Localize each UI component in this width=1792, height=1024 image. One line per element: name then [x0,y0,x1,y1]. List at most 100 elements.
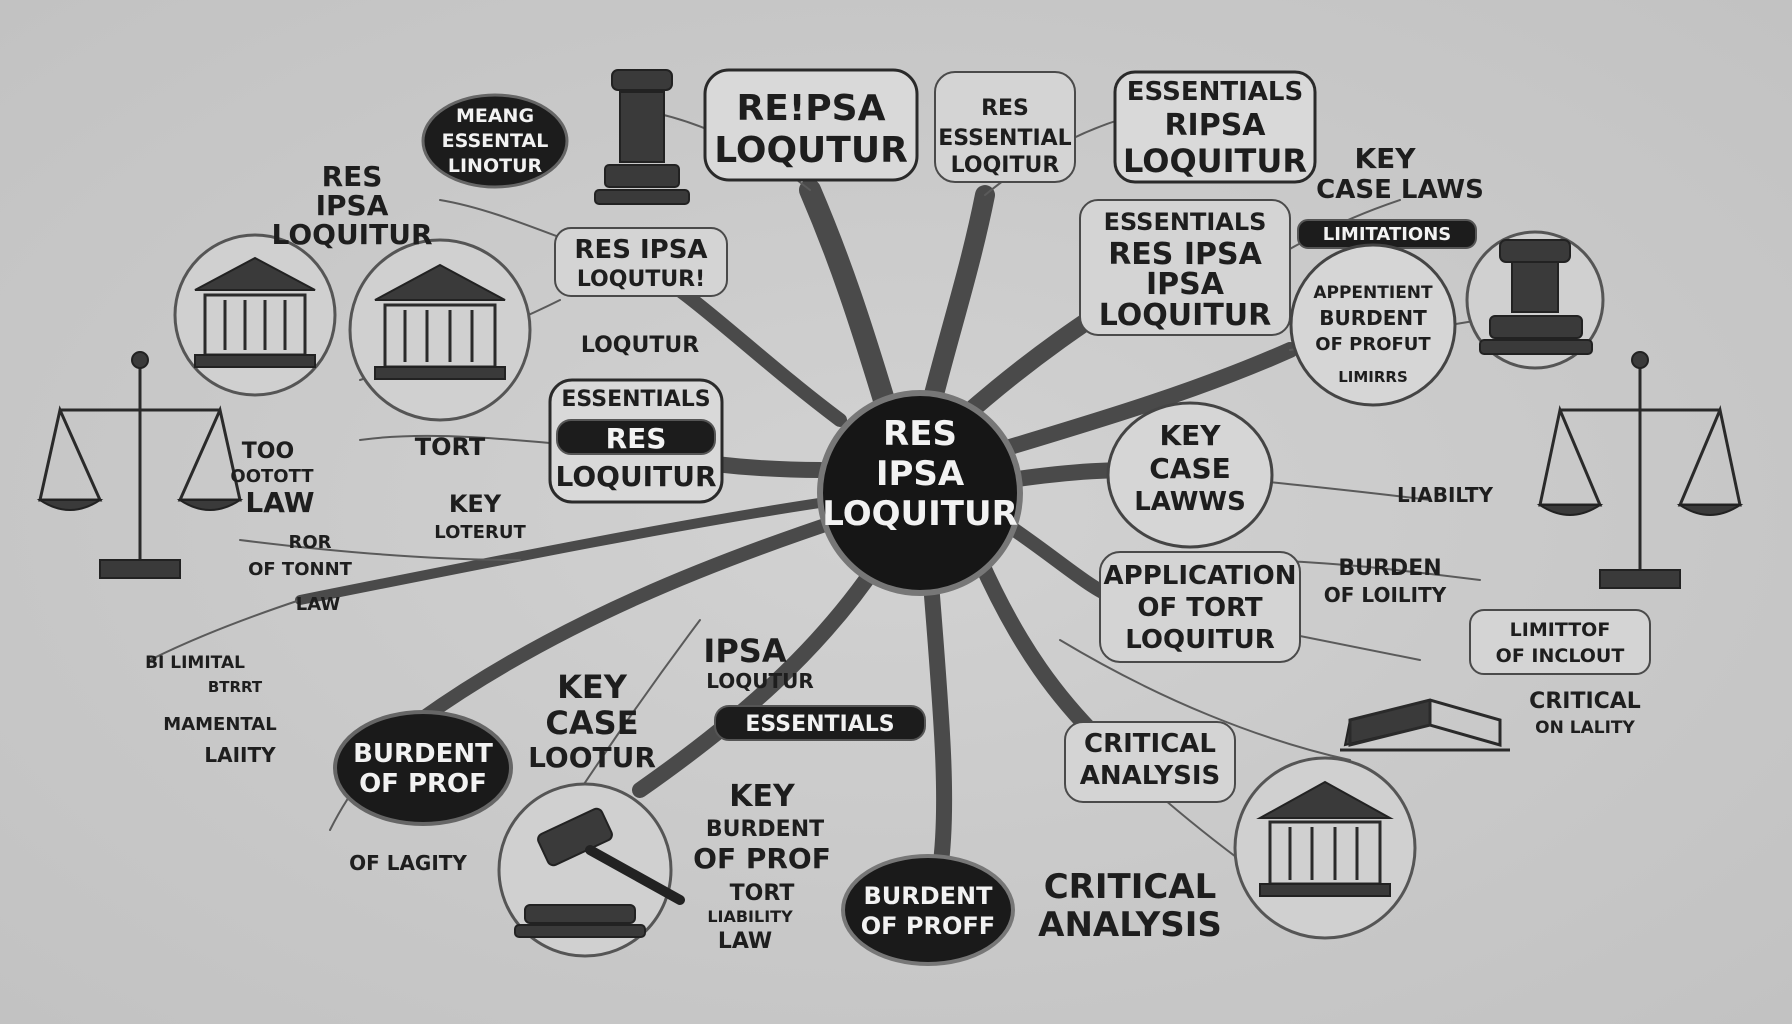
node-res-ipsa-loquitur-top[interactable]: RE!PSA LOQUTUR [703,68,919,182]
node-essentials-res-loquitur[interactable]: ESSENTIALS RES LOQUITUR [548,378,724,504]
svg-text:MAMENTAL: MAMENTAL [163,714,276,735]
svg-text:BURDENT: BURDENT [1319,306,1427,330]
node-of-lagity[interactable]: OF LAGITY [349,851,467,875]
svg-text:LINOTUR: LINOTUR [448,155,543,177]
node-burden-of-proof-bottom[interactable]: BURDENT OF PROFF [841,854,1015,966]
node-too-law[interactable]: TOO OOTOTT LAW [230,439,314,519]
scales-right-icon [1536,351,1744,589]
svg-text:ESSENTIALS: ESSENTIALS [745,712,894,737]
svg-text:OF TONNT: OF TONNT [248,559,353,580]
svg-text:CASE LAWS: CASE LAWS [1316,175,1484,205]
node-essentials-ipsa-top[interactable]: ESSENTIALS RIPSA LOQUITUR [1113,70,1317,184]
node-limital-left[interactable]: BI LIMITAL BTRRT [145,653,263,696]
svg-text:LOQUTUR!: LOQUTUR! [577,267,705,292]
svg-text:OF PROFF: OF PROFF [861,912,995,940]
svg-text:OF TORT: OF TORT [1137,593,1263,623]
node-key-case-laws-right[interactable]: KEY CASE LAWWS [1106,401,1274,549]
node-tort[interactable]: TORT [415,433,486,461]
svg-text:BI LIMITAL: BI LIMITAL [145,653,245,673]
svg-text:LIMITTOF: LIMITTOF [1510,619,1611,641]
node-mamental-laiity[interactable]: MAMENTAL LAIITY [163,714,276,767]
node-tort-liability-law[interactable]: TORT LIABILITY LAW [707,881,794,954]
courthouse-icon-left [173,233,337,397]
center-line-1: RES [883,414,957,454]
node-critical-analysis-bottom[interactable]: CRITICAL ANALYSIS [1038,867,1222,945]
svg-text:LOQUTUR: LOQUTUR [581,333,699,358]
svg-text:ESSENTIALS: ESSENTIALS [1104,208,1267,236]
svg-text:RES IPSA: RES IPSA [574,235,707,265]
node-burden-of-liability[interactable]: BURDEN OF LOILITY [1324,556,1447,607]
node-liability-right[interactable]: LIABILTY [1397,483,1493,507]
branch-bottom-left [632,552,888,798]
node-limitations-pill[interactable]: LIMITATIONS [1297,219,1477,249]
node-meaning-essential-pill[interactable]: MEANG ESSENTAL LINOTUR [421,93,569,189]
courthouse-icon-bottom-right [1233,756,1417,940]
svg-text:ROR: ROR [288,532,331,553]
node-essentials-res-ipsa-right[interactable]: ESSENTIALS RES IPSA IPSA LOQUITUR [1079,199,1291,336]
svg-text:RES IPSA: RES IPSA [1108,237,1262,272]
svg-text:RE!PSA: RE!PSA [737,88,886,129]
svg-text:ESSENTIALS: ESSENTIALS [561,387,710,412]
node-law-left[interactable]: LAW [296,594,341,615]
svg-text:TORT: TORT [730,881,795,906]
svg-text:RES: RES [981,96,1029,121]
svg-text:KEY: KEY [1159,419,1221,452]
svg-text:OOTOTT: OOTOTT [230,466,314,487]
svg-text:TORT: TORT [415,433,486,461]
svg-text:TOO: TOO [242,439,294,464]
svg-text:LOTERUT: LOTERUT [434,522,526,543]
svg-text:LOQUTUR: LOQUTUR [706,669,814,693]
svg-text:KEY: KEY [729,779,796,814]
svg-text:LIMIRRS: LIMIRRS [1338,368,1408,386]
svg-text:LAW: LAW [245,486,314,519]
node-critical-analysis-right[interactable]: CRITICAL ANALYSIS [1064,721,1236,803]
svg-text:OF LAGITY: OF LAGITY [349,851,467,875]
svg-text:ESSENTAL: ESSENTAL [442,130,549,152]
svg-text:ESSENTIAL: ESSENTIAL [938,126,1071,151]
book-icon [1340,698,1510,752]
node-essentials-pill[interactable]: ESSENTIALS [714,705,926,741]
svg-text:LOQUITUR: LOQUITUR [1099,298,1272,333]
svg-text:RES: RES [322,160,383,193]
node-loquitur-small[interactable]: LOQUTUR [581,333,699,358]
svg-text:IPSA: IPSA [703,632,786,670]
svg-text:LAWWS: LAWWS [1134,487,1246,517]
svg-text:APPLICATION: APPLICATION [1104,561,1297,591]
svg-text:LIMITATIONS: LIMITATIONS [1323,224,1452,245]
svg-text:CRITICAL: CRITICAL [1084,729,1216,759]
svg-text:OF LOILITY: OF LOILITY [1324,583,1447,607]
svg-text:OF PROFUT: OF PROFUT [1315,334,1431,355]
svg-text:LOQUITUR: LOQUITUR [1123,142,1307,180]
center-node[interactable]: RES IPSA LOQUITUR [817,390,1023,596]
node-key-case-loqtur[interactable]: KEY CASE LOOTUR [528,668,656,774]
node-key-loterut[interactable]: KEY LOTERUT [434,490,526,543]
node-res-essential-loquitur[interactable]: RES ESSENTIAL LOQITUR [934,71,1076,183]
node-application-of-tort[interactable]: APPLICATION OF TORT LOQUITUR [1099,551,1301,663]
node-critical-on-lality[interactable]: CRITICAL ON LALITY [1529,689,1641,738]
svg-text:CRITICAL: CRITICAL [1529,689,1641,714]
svg-text:IPSA: IPSA [1146,267,1225,302]
node-ror-of-tonnt[interactable]: ROR OF TONNT [248,532,353,580]
node-limitation-of-inclout[interactable]: LIMITTOF OF INCLOUT [1469,609,1651,675]
svg-text:BURDENT: BURDENT [706,817,824,842]
svg-text:CRITICAL: CRITICAL [1044,867,1217,907]
branches [295,179,1298,878]
node-res-ipsa-loquitur-mid[interactable]: RES IPSA LOQUTUR! [554,227,728,297]
svg-text:CASE: CASE [545,704,638,742]
gavel-icon-top [594,69,690,205]
svg-text:LAW: LAW [296,594,341,615]
svg-text:LOQITUR: LOQITUR [951,153,1060,178]
svg-text:ANALYSIS: ANALYSIS [1080,761,1220,791]
svg-text:APPENTIENT: APPENTIENT [1313,283,1433,303]
node-key-case-laws-top[interactable]: KEY CASE LAWS [1316,142,1484,205]
branch-far-left [295,495,845,605]
node-burden-of-proof-circle[interactable]: APPENTIENT BURDENT OF PROFUT LIMIRRS [1289,243,1457,407]
node-burden-of-proof-left[interactable]: BURDENT OF PROF [333,710,513,826]
node-res-ipsa-left[interactable]: RES IPSA LOQUITUR [272,160,433,251]
node-ipsa-loquitur-lower[interactable]: IPSA LOQUTUR [703,632,813,693]
svg-text:LOQUTUR: LOQUTUR [714,130,908,171]
node-key-burden-of-proof[interactable]: KEY BURDENT OF PROF [693,779,831,875]
branch-top [920,185,995,420]
